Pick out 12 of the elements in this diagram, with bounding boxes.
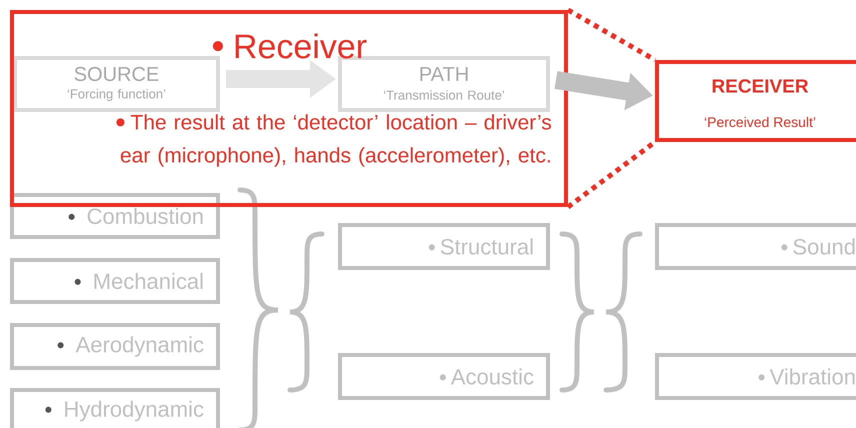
receiver-box: RECEIVER ‘Perceived Result’ <box>655 60 856 142</box>
faded-box: SOURCE ‘Forcing function’ <box>13 56 220 112</box>
category-box: Mechanical <box>10 258 220 304</box>
category-box: Structural <box>338 223 550 270</box>
category-box: Aerodynamic <box>10 323 220 370</box>
category-box: Sound <box>655 223 856 270</box>
zoom-line <box>566 8 656 62</box>
zoom-line <box>566 140 656 209</box>
category-box: Combustion <box>10 193 220 239</box>
category-box: Vibration <box>655 353 856 400</box>
category-box: Hydrodynamic <box>10 388 220 428</box>
category-box: Acoustic <box>338 353 550 400</box>
